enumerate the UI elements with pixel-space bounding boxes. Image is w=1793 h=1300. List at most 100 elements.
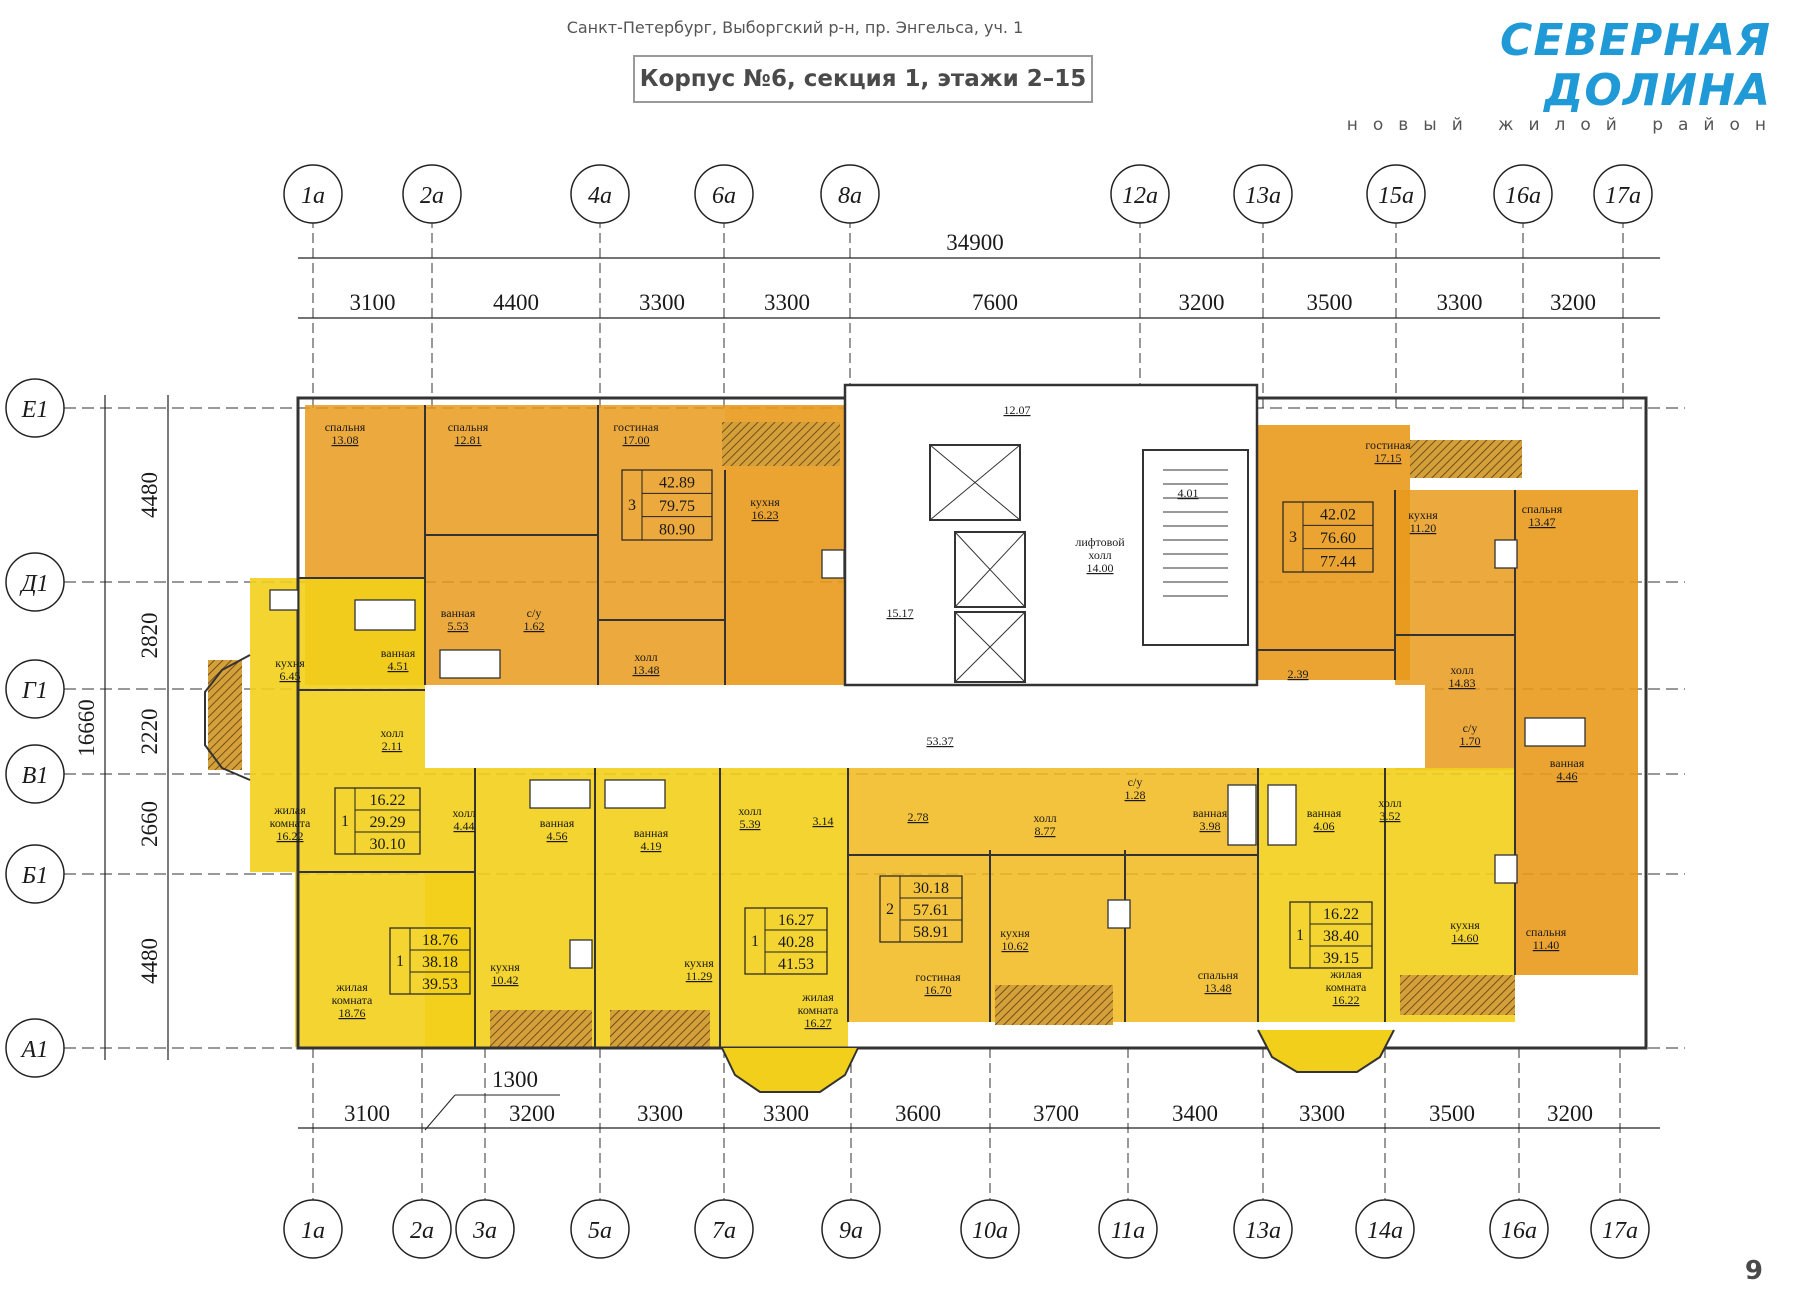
room-area: 13.47 xyxy=(1529,515,1556,529)
room-name: кухня xyxy=(750,495,780,509)
stair-well xyxy=(1142,449,1249,646)
balcony xyxy=(995,985,1113,1025)
room-area: 5.53 xyxy=(448,619,469,633)
room-area: 4.46 xyxy=(1557,769,1578,783)
room-name: спальня xyxy=(1522,502,1563,516)
axis-label: 17а xyxy=(1605,183,1641,209)
apartment-area: 38.40 xyxy=(1323,928,1359,945)
page-title: Корпус №6, секция 1, этажи 2–15 xyxy=(633,55,1093,103)
bathtub xyxy=(1524,717,1586,747)
room-name: комната xyxy=(270,816,311,830)
axis-label: 5а xyxy=(588,1218,612,1244)
bottom-dimension: 3700 xyxy=(1033,1101,1079,1126)
apartment-box xyxy=(744,907,828,975)
stove xyxy=(1107,899,1131,929)
axis-marker xyxy=(5,378,65,438)
room-name: ванная xyxy=(441,606,476,620)
room-name: кухня xyxy=(1000,926,1030,940)
apartment-area: 16.27 xyxy=(778,912,814,929)
room-label: 53.37 xyxy=(927,734,954,748)
bathtub xyxy=(354,599,416,631)
room-area: 4.01 xyxy=(1178,486,1199,500)
room-area: 16.22 xyxy=(1333,993,1360,1007)
room-name: жилая xyxy=(801,990,834,1004)
room-area: 1.28 xyxy=(1125,788,1146,802)
bottom-dimension: 3300 xyxy=(637,1101,683,1126)
room-area: 13.08 xyxy=(332,433,359,447)
axis-marker xyxy=(5,552,65,612)
axis-label: Б1 xyxy=(21,863,48,889)
room-area: 11.20 xyxy=(1410,521,1437,535)
room-name: кухня xyxy=(275,656,305,670)
room-area: 3.52 xyxy=(1380,809,1401,823)
axis-marker xyxy=(1593,164,1653,224)
apartment-area: 30.10 xyxy=(370,836,406,853)
top-dimension: 7600 xyxy=(972,290,1018,315)
bay-window xyxy=(204,654,251,781)
room-name: кухня xyxy=(490,960,520,974)
axis-label: 13а xyxy=(1245,183,1281,209)
apartment-area: 41.53 xyxy=(778,956,814,973)
axis-label: 3а xyxy=(472,1218,497,1244)
axis-label: 10а xyxy=(972,1218,1008,1244)
room-label: 2.78 xyxy=(908,810,929,824)
apartment-area: 57.61 xyxy=(913,902,949,919)
room-area: 3.14 xyxy=(813,814,834,828)
axis-marker xyxy=(694,164,754,224)
apartment-area: 80.90 xyxy=(659,521,695,538)
room-name: комната xyxy=(1326,980,1367,994)
logo-name: СЕВЕРНАЯ ДОЛИНА xyxy=(1500,15,1771,116)
stair-steps xyxy=(1163,469,1228,597)
apartment-rooms: 1 xyxy=(341,813,349,830)
top-dimension: 4400 xyxy=(493,290,539,315)
apartment-area: 18.76 xyxy=(422,932,458,949)
axis-marker xyxy=(1098,1199,1158,1259)
room-area: 11.40 xyxy=(1533,938,1560,952)
room-area: 14.60 xyxy=(1452,931,1479,945)
room-area: 1.62 xyxy=(524,619,545,633)
balcony xyxy=(490,1010,592,1048)
fixtures xyxy=(269,539,1586,969)
apartment-box xyxy=(1289,901,1373,969)
apartment-rooms: 1 xyxy=(1296,927,1304,944)
axis-label: 17а xyxy=(1602,1218,1638,1244)
dimension-line xyxy=(424,1094,456,1131)
axis-label: 12а xyxy=(1122,183,1158,209)
bathtub xyxy=(1227,784,1257,846)
top-dimension: 3300 xyxy=(764,290,810,315)
room-area: 12.81 xyxy=(455,433,482,447)
stove xyxy=(1494,854,1518,884)
interior-walls xyxy=(298,405,1516,1048)
balcony xyxy=(610,1010,710,1048)
apartment-area: 30.18 xyxy=(913,880,949,897)
corridor xyxy=(425,685,1425,768)
room-name: спальня xyxy=(1526,925,1567,939)
axis-marker xyxy=(821,1199,881,1259)
axis-label: 1а xyxy=(301,1218,325,1244)
axis-marker xyxy=(1233,1199,1293,1259)
axis-marker xyxy=(5,1018,65,1078)
stove xyxy=(1494,539,1518,569)
room-label: с/у1.70 xyxy=(1460,721,1481,748)
offset-dimension: 1300 xyxy=(492,1067,538,1092)
bottom-dimension: 3300 xyxy=(763,1101,809,1126)
apartment-box xyxy=(389,927,471,995)
apartment-area: 79.75 xyxy=(659,498,695,515)
total-dimension: 34900 xyxy=(946,230,1004,255)
apartment-area: 16.22 xyxy=(1323,906,1359,923)
apartment-area: 42.02 xyxy=(1320,507,1356,524)
axis-marker xyxy=(283,164,343,224)
